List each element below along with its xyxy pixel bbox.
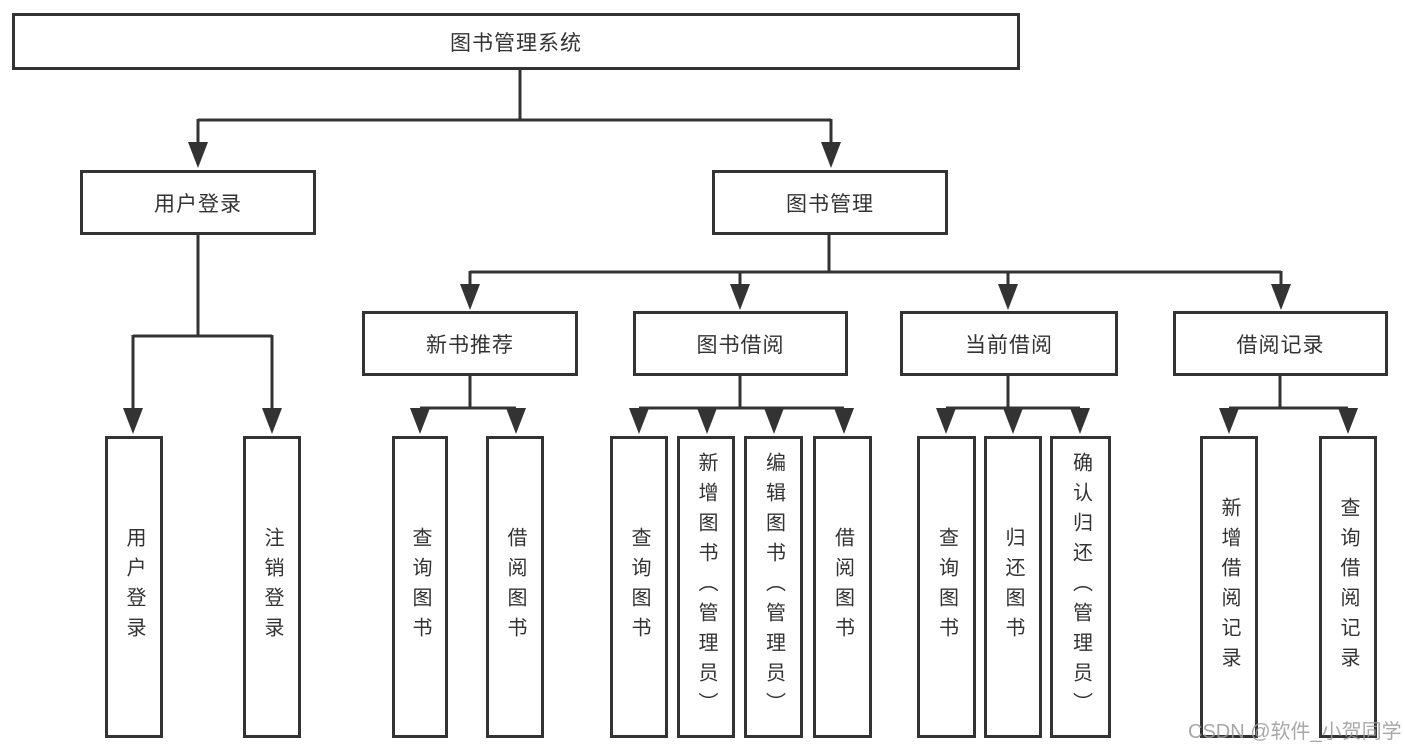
leaf-query-books-current: 查询图书: [917, 436, 976, 738]
connector-new-book-recommend: [410, 376, 526, 434]
leaf-return-books: 归还图书: [984, 436, 1042, 738]
node-borrow-records: 借阅记录: [1173, 311, 1388, 376]
connector-user-login: [123, 234, 282, 434]
csdn-watermark: CSDN @软件_小贺同学: [1188, 721, 1402, 743]
connector-book-borrow: [629, 376, 854, 434]
connector-current-borrow: [936, 376, 1090, 434]
leaf-borrow-books: 借阅图书: [813, 436, 872, 738]
node-book-borrow: 图书借阅: [633, 311, 848, 376]
leaf-query-books-recommend: 查询图书: [392, 436, 448, 738]
leaf-logout: 注销登录: [243, 436, 301, 738]
leaf-confirm-return-admin: 确认归还（管理员）: [1050, 436, 1111, 738]
leaf-borrow-books-recommend: 借阅图书: [486, 436, 544, 738]
connector-root: [188, 68, 841, 168]
leaf-user-login: 用户登录: [105, 436, 163, 738]
leaf-query-borrow-record: 查询借阅记录: [1319, 436, 1377, 738]
leaf-add-book-admin: 新增图书（管理员）: [677, 436, 735, 738]
root-node-library-management-system: 图书管理系统: [12, 13, 1020, 70]
leaf-query-books-borrow: 查询图书: [610, 436, 668, 738]
node-book-management: 图书管理: [712, 170, 948, 235]
node-user-login: 用户登录: [80, 170, 316, 235]
leaf-edit-book-admin: 编辑图书（管理员）: [744, 436, 803, 738]
connector-book-management: [460, 234, 1291, 310]
node-new-book-recommend: 新书推荐: [362, 311, 578, 376]
connector-borrow-records: [1219, 376, 1358, 434]
node-current-borrow: 当前借阅: [900, 311, 1118, 376]
leaf-add-borrow-record: 新增借阅记录: [1200, 436, 1258, 738]
